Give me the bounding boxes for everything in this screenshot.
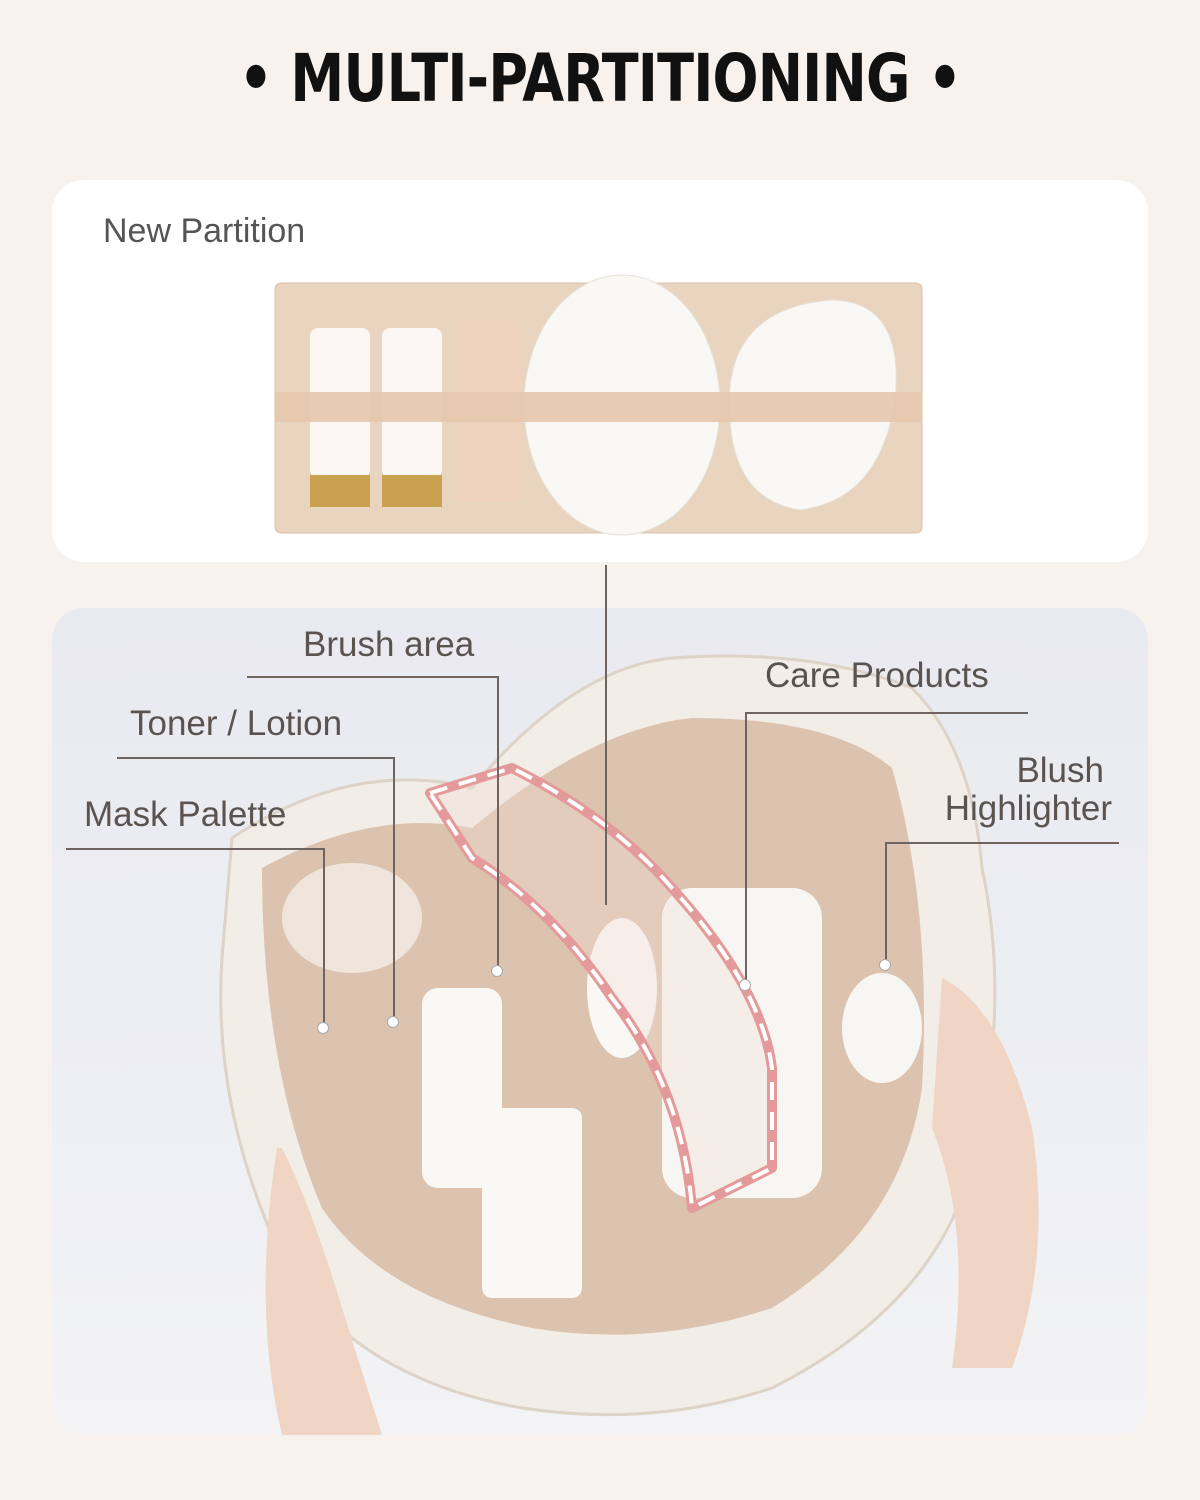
label-toner-lotion: Toner / Lotion <box>130 704 343 743</box>
bag-photo-panel <box>52 608 1148 1435</box>
connector-care-products-vertical <box>745 712 747 985</box>
connector-blush-highlighter <box>885 842 1119 844</box>
callout-dot <box>740 980 750 990</box>
label-brush-area: Brush area <box>303 625 475 664</box>
callout-dot <box>880 960 890 970</box>
callout-dot <box>318 1023 328 1033</box>
partition-insert-image <box>274 274 923 536</box>
label-care-products: Care Products <box>765 656 989 695</box>
callout-dot <box>388 1017 398 1027</box>
connector-toner-lotion <box>117 757 394 759</box>
cosmetic-bag-illustration <box>219 654 1039 1435</box>
callout-dot <box>492 966 502 976</box>
connector-new-partition <box>605 565 607 905</box>
page-title: • MULTI-PARTITIONING • <box>238 40 963 117</box>
connector-blush-highlighter-vertical <box>885 842 887 965</box>
new-partition-label: New Partition <box>103 212 306 250</box>
connector-care-products <box>745 712 1028 714</box>
connector-brush-area-vertical <box>497 676 499 971</box>
connector-brush-area <box>247 676 498 678</box>
connector-toner-lotion-vertical <box>393 757 395 1022</box>
connector-mask-palette <box>66 848 324 850</box>
label-blush: Blush <box>1016 751 1104 790</box>
label-highlighter: Highlighter <box>944 789 1112 828</box>
connector-mask-palette-vertical <box>323 848 325 1028</box>
label-mask-palette: Mask Palette <box>84 795 287 834</box>
